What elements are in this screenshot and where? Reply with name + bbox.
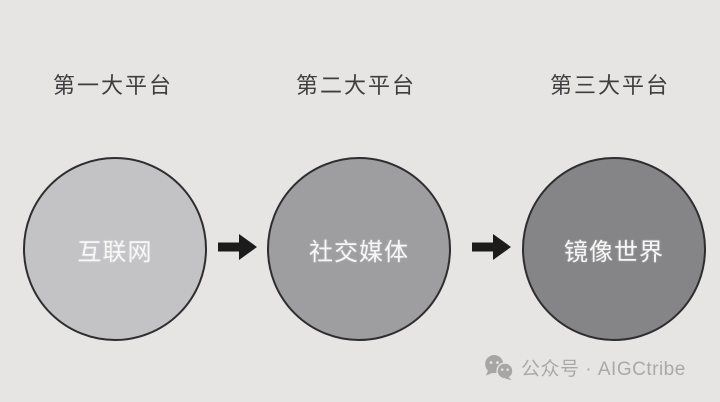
circle-text-social-media: 社交媒体 <box>309 239 409 266</box>
circle-text-internet: 互联网 <box>77 239 153 266</box>
stage-circle-mirror-world: 镜像世界 <box>522 157 706 341</box>
right-arrow-icon <box>218 234 257 260</box>
watermark: 公众号 · AIGCtribe <box>483 354 686 381</box>
stage-circle-internet: 互联网 <box>23 157 207 341</box>
stage-label-social-media: 第二大平台 <box>295 73 416 98</box>
stage-circle-social-media: 社交媒体 <box>267 157 451 341</box>
right-arrow-icon <box>472 234 511 260</box>
wechat-icon <box>485 355 514 381</box>
stage-label-mirror-world: 第三大平台 <box>549 73 670 98</box>
circle-text-mirror-world: 镜像世界 <box>564 239 664 266</box>
watermark-text: 公众号 · AIGCtribe <box>521 359 686 380</box>
stage-label-internet: 第一大平台 <box>52 73 173 98</box>
